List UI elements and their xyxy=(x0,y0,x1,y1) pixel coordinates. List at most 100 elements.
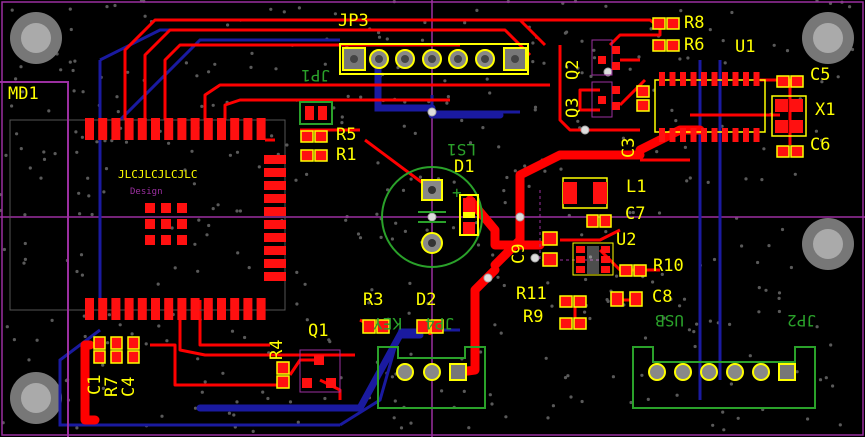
via-dot xyxy=(502,189,506,193)
md1-bottom-pad xyxy=(243,298,253,320)
via-dot xyxy=(629,400,633,405)
via-dot xyxy=(491,253,495,257)
via-dot xyxy=(190,149,194,153)
md1-bottom-pad xyxy=(137,298,147,320)
u1-pin xyxy=(722,72,728,86)
via-dot xyxy=(75,426,79,430)
md1-top-pad xyxy=(124,118,134,140)
via-dot xyxy=(481,126,485,130)
x1-crystal-group xyxy=(771,75,807,158)
via-dot xyxy=(15,132,19,136)
via-dot xyxy=(269,7,273,11)
via-dot xyxy=(814,129,819,133)
via-dot xyxy=(165,339,169,343)
via-dot xyxy=(669,297,673,301)
md1-center-pad xyxy=(145,235,155,245)
label-c3: C3 xyxy=(619,138,639,158)
via-dot xyxy=(160,414,164,418)
r3-d2-parts xyxy=(362,319,444,334)
md1-right-pad xyxy=(264,194,286,203)
via-dot xyxy=(767,244,771,248)
via-dot xyxy=(440,389,444,393)
via-dot xyxy=(205,233,209,237)
via-dot xyxy=(576,119,580,123)
via-dot xyxy=(74,130,78,134)
via-dot xyxy=(730,10,734,15)
md1-right-pad xyxy=(264,207,286,216)
label-u1: U1 xyxy=(735,37,755,57)
u1-pin xyxy=(701,72,707,86)
via-dot xyxy=(503,201,507,205)
md1-top-pad xyxy=(111,118,121,140)
via-dot xyxy=(170,226,174,230)
via-dot xyxy=(81,90,85,94)
via-dot xyxy=(390,375,394,379)
md1-right-pad xyxy=(264,259,286,268)
via-dot xyxy=(576,66,580,70)
via-dot xyxy=(106,341,110,345)
via-dot xyxy=(105,5,109,9)
label-r5: R5 xyxy=(336,125,356,145)
via-dot xyxy=(675,393,679,397)
via-dot xyxy=(402,124,406,128)
via-dot xyxy=(377,30,381,35)
c1-r7-c4-passives xyxy=(93,336,140,364)
via-dot xyxy=(496,275,500,279)
via-dot xyxy=(762,147,766,151)
via-dot xyxy=(235,209,239,213)
via-dot xyxy=(47,109,51,113)
via-dot xyxy=(637,55,641,59)
md1-right-pad xyxy=(264,220,286,229)
md1-top-pad xyxy=(164,118,174,140)
via-dot xyxy=(643,336,648,340)
u1-pin xyxy=(743,72,749,86)
via-dot xyxy=(756,260,760,265)
copper-vias xyxy=(427,67,613,283)
via-dot xyxy=(605,298,609,302)
via-dot xyxy=(413,131,417,135)
via-dot xyxy=(693,344,697,349)
via-dot xyxy=(23,241,27,246)
via-dot xyxy=(101,386,105,390)
via-dot xyxy=(196,357,200,361)
via-dot xyxy=(777,296,781,300)
via-dot xyxy=(251,429,255,433)
via-dot xyxy=(173,266,177,270)
md1-top-pad xyxy=(217,118,226,140)
via-dot xyxy=(156,282,160,286)
via-dot xyxy=(403,229,407,233)
via-dot xyxy=(583,310,587,314)
via-dot xyxy=(79,253,84,257)
md1-top-pad xyxy=(177,118,187,140)
via-dot xyxy=(394,221,398,225)
md1-center-pad xyxy=(161,235,171,245)
via-dot xyxy=(475,8,479,12)
via-dot xyxy=(563,376,568,380)
via-dot xyxy=(793,172,797,176)
via-dot xyxy=(356,232,361,236)
via-dot xyxy=(651,280,655,284)
via-dot xyxy=(377,35,382,39)
via-dot xyxy=(232,413,236,417)
via-dot xyxy=(408,281,412,285)
md1-right-pad xyxy=(264,155,286,164)
via-dot xyxy=(295,270,299,274)
via-dot xyxy=(836,75,840,79)
silkscreen-labels: JP3 MD1 JP1 R5 R1 LS1 D1 R8 R6 U1 Q2 Q3 … xyxy=(8,11,835,397)
r5-r1-resistors xyxy=(300,130,328,162)
via-dot xyxy=(523,164,527,168)
via-dot xyxy=(28,166,32,170)
via-dot xyxy=(806,417,810,421)
via-dot xyxy=(780,227,785,232)
via-dot xyxy=(488,393,492,397)
via-dot xyxy=(592,56,597,60)
via-dot xyxy=(479,350,483,354)
via-dot xyxy=(445,101,449,105)
c7-c9-capacitors xyxy=(542,214,612,267)
via-dot xyxy=(611,375,616,379)
via-dot xyxy=(399,426,404,430)
via-dot xyxy=(113,3,117,8)
via-dot xyxy=(683,145,688,149)
via-dot xyxy=(695,322,699,326)
